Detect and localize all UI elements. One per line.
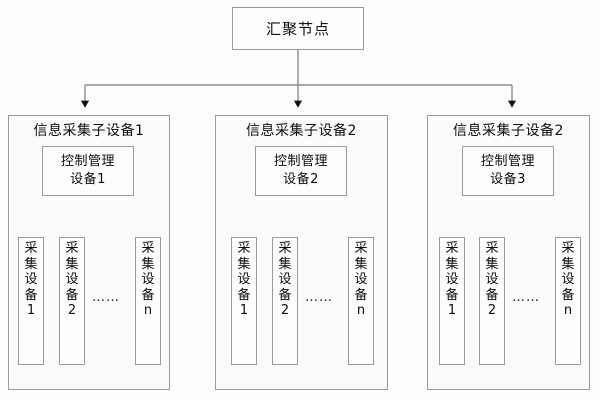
root-node-aggregation[interactable]: 汇聚节点 — [232, 7, 364, 50]
controller-label-line2: 设备3 — [490, 172, 526, 187]
leaf-label: 采集设备1 — [445, 241, 459, 319]
leaf-box-1-1[interactable]: 采集设备1 — [18, 237, 44, 365]
controller-label-line2: 设备2 — [283, 172, 319, 187]
controller-label-line2: 设备1 — [70, 172, 106, 187]
leaf-label: 采集设备n — [354, 241, 368, 319]
leaf-box-3-2[interactable]: 采集设备2 — [479, 237, 505, 365]
controller-label-line1: 控制管理 — [60, 154, 115, 170]
leaf-label: 采集设备2 — [65, 241, 79, 319]
leaf-label: 采集设备1 — [237, 241, 251, 319]
controller-box-1[interactable]: 控制管理 设备1 — [42, 146, 134, 196]
ellipsis-1: …… — [92, 290, 120, 305]
ellipsis-2: …… — [305, 290, 333, 305]
controller-box-3[interactable]: 控制管理 设备3 — [462, 146, 554, 196]
controller-box-2[interactable]: 控制管理 设备2 — [255, 146, 347, 196]
leaf-box-3-3[interactable]: 采集设备n — [555, 237, 581, 365]
leaf-box-2-2[interactable]: 采集设备2 — [272, 237, 298, 365]
leaf-label: 采集设备n — [561, 241, 575, 319]
leaf-box-1-2[interactable]: 采集设备2 — [59, 237, 85, 365]
leaf-box-2-3[interactable]: 采集设备n — [348, 237, 374, 365]
group-title-1: 信息采集子设备1 — [33, 123, 145, 139]
controller-label-line1: 控制管理 — [480, 154, 535, 170]
leaf-label: 采集设备2 — [278, 241, 292, 319]
group-title-3: 信息采集子设备2 — [453, 123, 564, 139]
leaf-box-1-3[interactable]: 采集设备n — [135, 237, 161, 365]
leaf-box-3-1[interactable]: 采集设备1 — [439, 237, 465, 365]
leaf-label: 采集设备2 — [485, 241, 499, 319]
leaf-label: 采集设备1 — [24, 241, 38, 319]
group-title-2: 信息采集子设备2 — [246, 123, 357, 139]
controller-label-line1: 控制管理 — [273, 154, 328, 170]
ellipsis-3: …… — [512, 290, 540, 305]
leaf-box-2-1[interactable]: 采集设备1 — [231, 237, 257, 365]
leaf-label: 采集设备n — [141, 241, 155, 319]
root-node-label: 汇聚节点 — [265, 20, 330, 38]
